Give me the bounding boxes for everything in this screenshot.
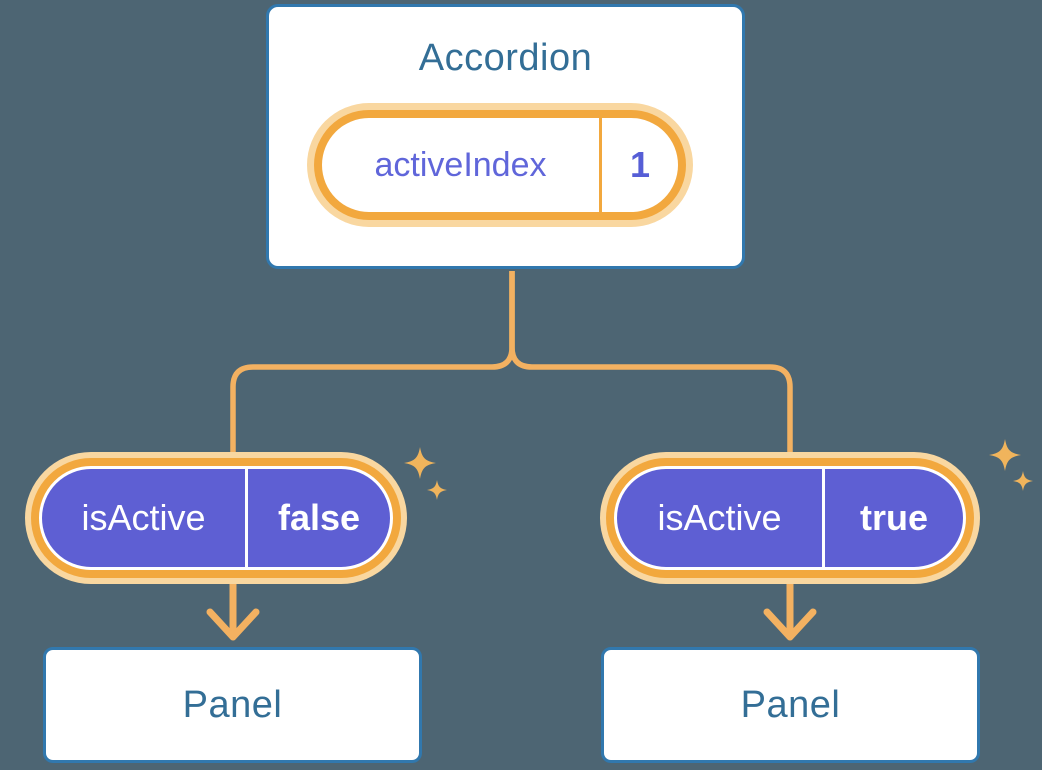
pill-divider <box>822 469 825 567</box>
sparkle-icon <box>1013 471 1033 491</box>
panel-card-left: Panel <box>43 647 422 763</box>
prop-value: true <box>859 497 928 538</box>
prop-pill-body: isActive true <box>614 466 966 570</box>
state-value: 1 <box>629 144 651 185</box>
panel-card-right: Panel <box>601 647 980 763</box>
pill-divider <box>245 469 248 567</box>
prop-pill-isactive-false: isActive false <box>25 452 407 584</box>
accordion-title: Accordion <box>418 37 593 79</box>
sparkle-icon <box>404 447 436 479</box>
arrow-down-icon <box>206 584 260 641</box>
prop-label: isActive <box>657 497 782 538</box>
prop-pill-body: isActive false <box>39 466 393 570</box>
connector-left-branch <box>230 271 515 452</box>
connector-right-branch <box>509 271 793 452</box>
prop-value: false <box>277 497 361 538</box>
panel-title: Panel <box>182 683 283 726</box>
arrow-down-icon <box>763 584 817 641</box>
prop-pill-isactive-true: isActive true <box>600 452 980 584</box>
state-pill-body: activeIndex 1 <box>322 118 678 212</box>
state-label: activeIndex <box>374 145 547 184</box>
sparkle-icon <box>427 480 447 500</box>
prop-pill-ring: isActive false <box>31 458 401 578</box>
pill-divider <box>599 118 602 212</box>
prop-label: isActive <box>81 497 206 538</box>
panel-title: Panel <box>740 683 841 726</box>
state-pill-activeindex: activeIndex 1 <box>307 103 693 227</box>
state-pill-ring: activeIndex 1 <box>314 110 686 220</box>
prop-pill-ring: isActive true <box>606 458 974 578</box>
sparkle-icon <box>989 439 1021 471</box>
